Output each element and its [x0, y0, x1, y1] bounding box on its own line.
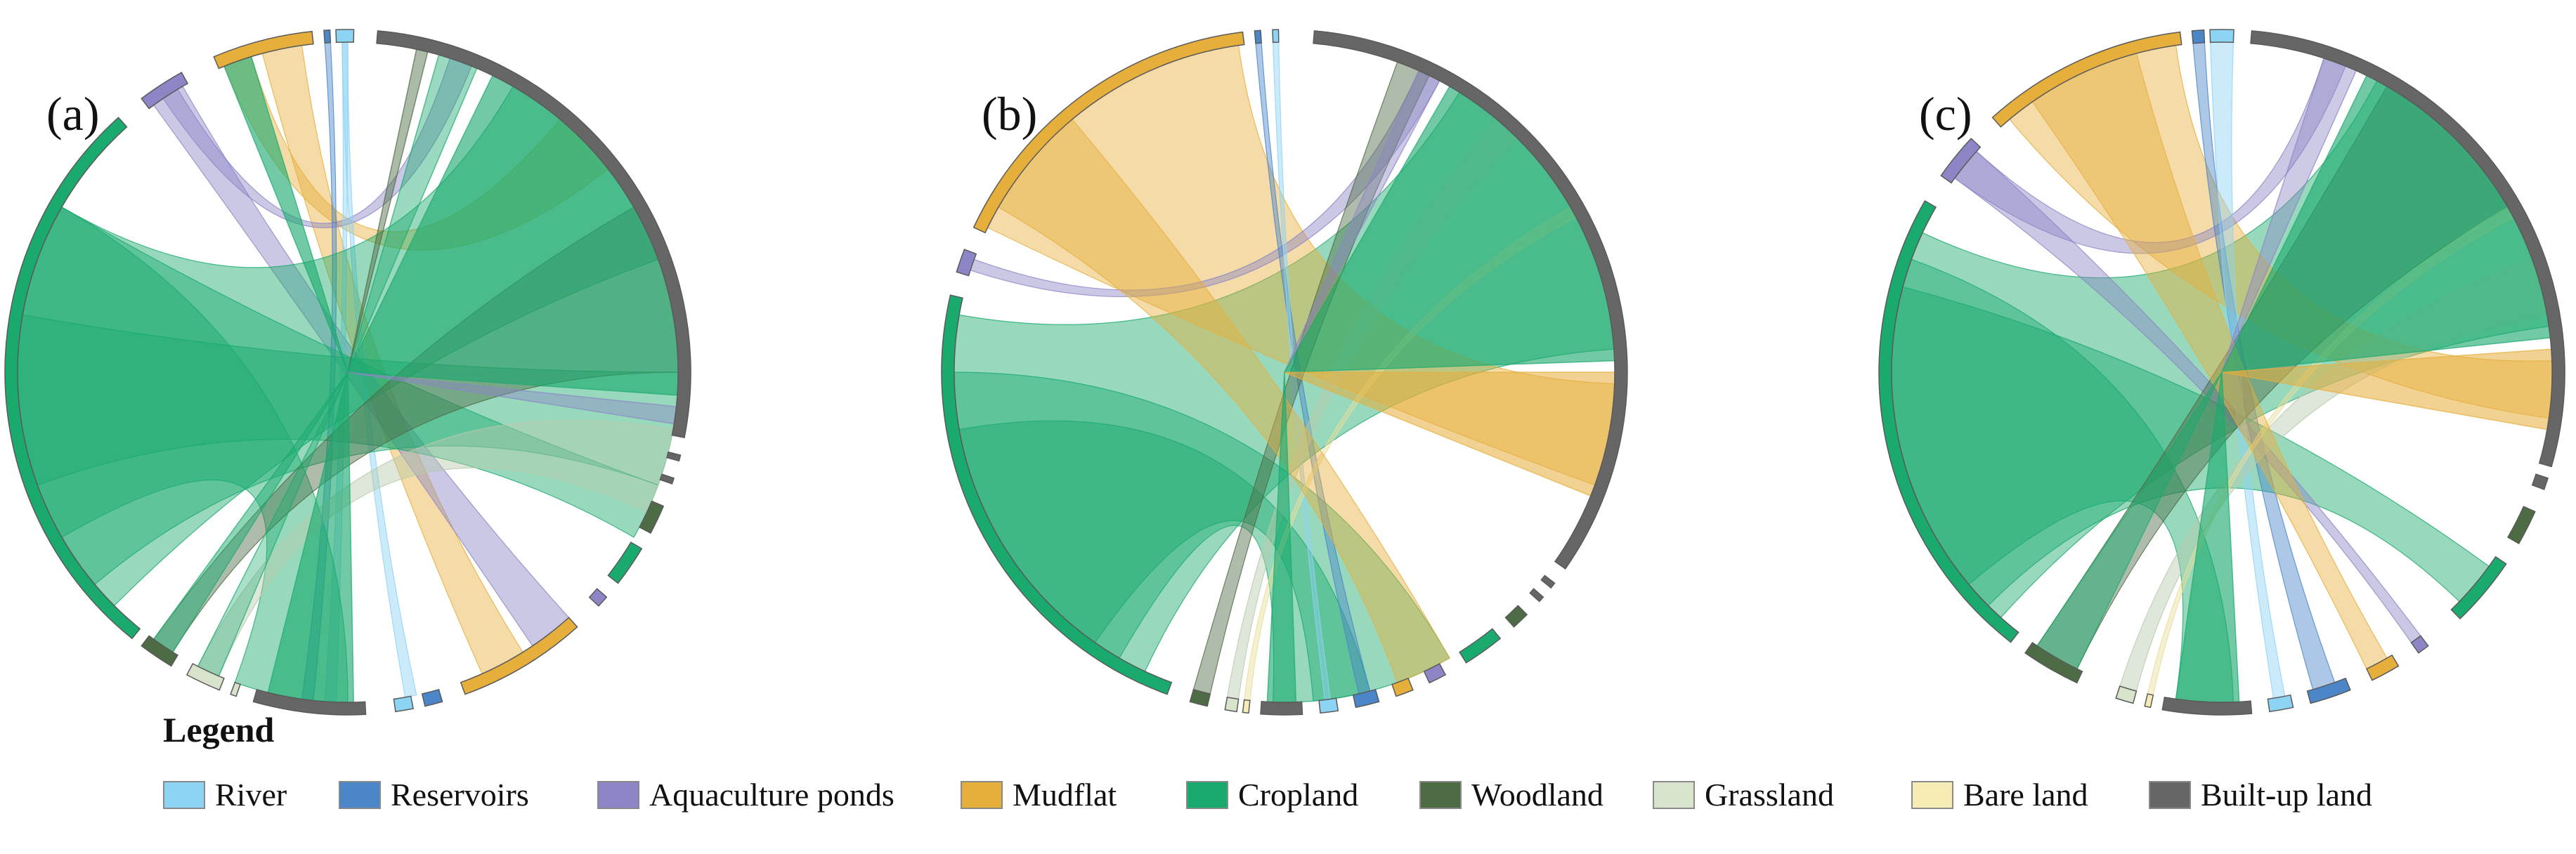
- category-arc-reservoirs: [2306, 677, 2351, 704]
- category-arc-river: [2267, 694, 2294, 713]
- legend-item-river: River: [163, 776, 287, 813]
- flow-ribbon-mudflat: [998, 119, 1450, 683]
- category-arc-aquaculture-ponds: [588, 588, 608, 607]
- category-arc-built-up-land: [252, 688, 367, 716]
- category-arc-aquaculture-ponds: [1423, 662, 1447, 684]
- category-arc-woodland: [141, 635, 178, 667]
- category-arc-cropland: [1459, 628, 1502, 664]
- category-arc-reservoirs: [2191, 29, 2206, 44]
- category-arc-bare-land: [1242, 699, 1251, 714]
- legend-swatch-bare-land: [1911, 780, 1953, 809]
- category-arc-river: [335, 29, 355, 44]
- flow-ribbon-river: [341, 41, 417, 698]
- legend-swatch-grassland: [1653, 780, 1695, 809]
- category-arc-grassland: [230, 681, 241, 697]
- panel-label-b: (b): [982, 87, 1038, 140]
- legend-label-mudflat: Mudflat: [1013, 777, 1117, 813]
- category-arc-aquaculture-ponds: [2410, 635, 2429, 654]
- legend-label-reservoirs: Reservoirs: [391, 777, 529, 813]
- panel-label-c: (c): [1919, 87, 1972, 140]
- legend-label-grassland: Grassland: [1705, 777, 1834, 813]
- category-arc-built-up-land: [1313, 30, 1628, 570]
- category-arc-mudflat: [213, 30, 314, 70]
- legend-swatch-built-up-land: [2149, 780, 2191, 809]
- legend-swatch-woodland: [1419, 780, 1462, 809]
- chord-diagram-b: [941, 29, 1628, 716]
- legend-label-woodland: Woodland: [1471, 777, 1604, 813]
- legend-item-aquaculture-ponds: Aquaculture ponds: [597, 776, 895, 813]
- legend-label-built-up-land: Built-up land: [2201, 777, 2373, 813]
- category-arc-built-up-land: [1529, 588, 1544, 603]
- category-arc-aquaculture-ponds: [1940, 138, 1982, 184]
- category-arc-built-up-land: [376, 30, 691, 438]
- category-arc-mudflat: [972, 31, 1245, 234]
- legend-swatch-reservoirs: [339, 780, 381, 809]
- flow-wedge-cropland: [1283, 85, 1615, 373]
- legend-label-river: River: [215, 777, 287, 813]
- category-arc-aquaculture-ponds: [141, 72, 189, 110]
- legend-swatch-mudflat: [961, 780, 1003, 809]
- legend-swatch-aquaculture-ponds: [597, 780, 639, 809]
- category-arc-built-up-land: [659, 473, 675, 485]
- category-arc-cropland: [941, 294, 1173, 695]
- category-arc-built-up-land: [1540, 574, 1556, 589]
- category-arc-aquaculture-ponds: [956, 249, 977, 277]
- legend-item-cropland: Cropland: [1186, 776, 1358, 813]
- legend-item-reservoirs: Reservoirs: [339, 776, 529, 813]
- panel-label-a: (a): [46, 87, 100, 140]
- legend-label-aquaculture-ponds: Aquaculture ponds: [649, 777, 895, 813]
- category-arc-reservoirs: [1254, 29, 1262, 44]
- legend-swatch-cropland: [1186, 780, 1228, 809]
- legend-item-woodland: Woodland: [1419, 776, 1604, 813]
- category-arc-river: [393, 695, 414, 713]
- category-arc-grassland: [2115, 685, 2138, 704]
- category-arc-grassland: [1224, 697, 1240, 713]
- category-arc-mudflat: [1991, 31, 2183, 128]
- chord-diagram-c: [1878, 29, 2565, 716]
- legend-item-built-up-land: Built-up land: [2149, 776, 2372, 813]
- category-arc-cropland: [1878, 199, 2019, 643]
- category-arc-river: [1272, 29, 1280, 44]
- category-arc-reservoirs: [1352, 688, 1380, 709]
- chord-diagram-a: [4, 29, 691, 716]
- category-arc-cropland: [4, 117, 141, 640]
- legend-label-cropland: Cropland: [1238, 777, 1359, 813]
- category-arc-mudflat: [1391, 677, 1414, 697]
- legend-item-mudflat: Mudflat: [961, 776, 1117, 813]
- legend-title: Legend: [163, 710, 275, 749]
- category-arc-reservoirs: [421, 688, 443, 707]
- category-arc-grassland: [186, 662, 225, 691]
- category-arc-built-up-land: [2531, 473, 2549, 490]
- category-arc-woodland: [1189, 688, 1211, 707]
- category-arc-cropland: [2450, 556, 2507, 620]
- category-arc-cropland: [607, 541, 643, 584]
- category-arc-river: [2209, 29, 2235, 44]
- category-arc-bare-land: [2144, 693, 2154, 709]
- legend-label-bare-land: Bare land: [1963, 777, 2088, 813]
- category-arc-mudflat: [2365, 654, 2400, 681]
- flow-ribbon-mudflat: [2031, 53, 2388, 670]
- legend-swatch-river: [163, 780, 205, 809]
- category-arc-woodland: [2506, 506, 2536, 545]
- legend-item-grassland: Grassland: [1653, 776, 1834, 813]
- category-arc-built-up-land: [2250, 30, 2565, 468]
- category-arc-woodland: [1504, 605, 1528, 628]
- category-arc-mudflat: [460, 617, 578, 695]
- category-arc-built-up-land: [1260, 701, 1303, 716]
- category-arc-woodland: [638, 500, 665, 534]
- category-arc-woodland: [2024, 641, 2083, 684]
- category-arc-built-up-land: [2161, 697, 2253, 716]
- category-arc-river: [1318, 697, 1339, 714]
- category-arc-built-up-land: [666, 451, 682, 462]
- category-arc-reservoirs: [323, 29, 332, 44]
- legend-item-bare-land: Bare land: [1911, 776, 2088, 813]
